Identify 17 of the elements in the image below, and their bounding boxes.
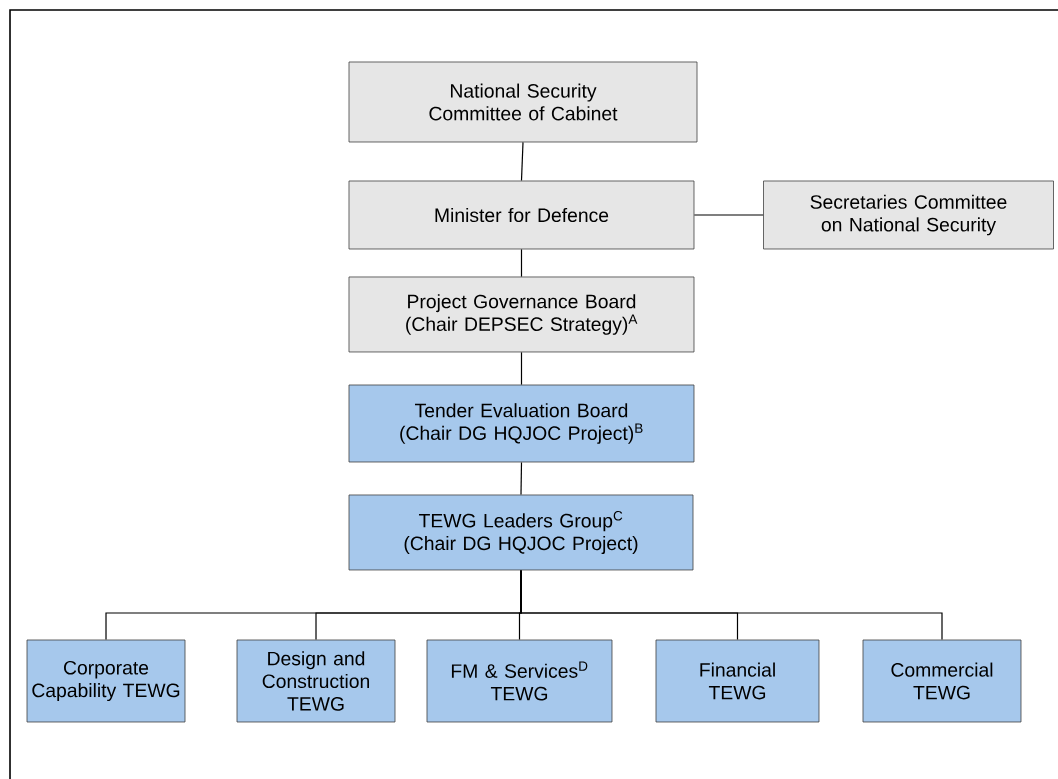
connector-line [520, 351, 523, 386]
connector-line [520, 569, 943, 641]
connector-line [520, 141, 524, 182]
board-box: Project Governance Board (Chair DEPSEC Strategy)$^{A}$ [348, 276, 695, 353]
committee-box: National Security Committee of Cabinet [348, 61, 698, 143]
board-box: Tender Evaluation Board (Chair DG HQJOC Project)$^{B}$ [348, 384, 695, 463]
connector-line [520, 248, 523, 278]
connector-line [520, 461, 523, 496]
working-group-box: Commercial TEWG [862, 639, 1022, 723]
minister-box: Minister for Defence [348, 180, 695, 250]
working-group-box: FM & Services$^{D}$ TEWG [426, 639, 613, 723]
working-group-box: Corporate Capability TEWG [26, 639, 186, 723]
working-group-box: Financial TEWG [655, 639, 820, 723]
committee-box: Secretaries Committee on National Security [763, 180, 1054, 250]
working-group-box: Design and Construction TEWG [236, 639, 396, 723]
connector-line [693, 214, 764, 216]
group-box: TEWG Leaders Group$^{C}$ (Chair DG HQJOC Project) [348, 494, 694, 571]
